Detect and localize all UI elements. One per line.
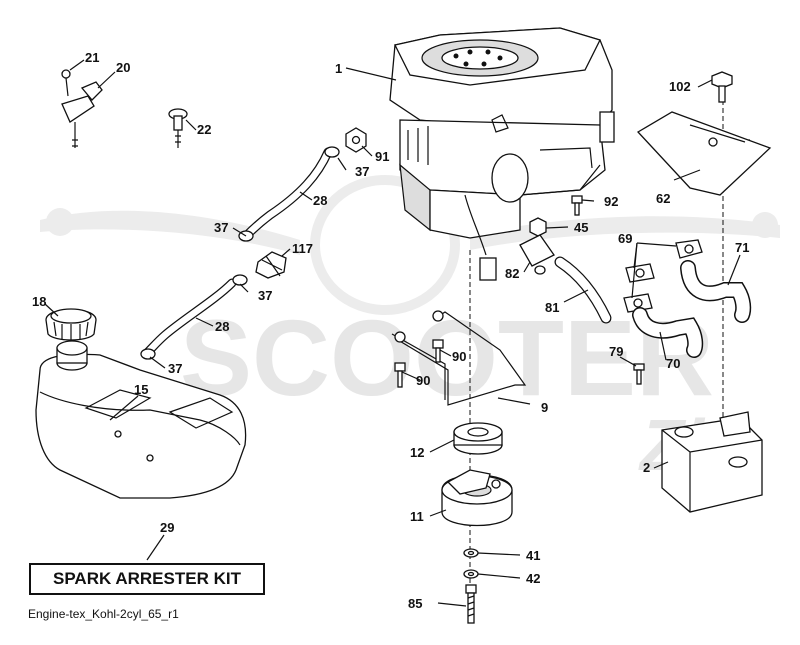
- push-pin: [168, 108, 188, 148]
- part-label-11: 11: [410, 509, 424, 524]
- clamp: [140, 348, 156, 360]
- spark-arrester-kit-box: SPARK ARRESTER KIT: [29, 563, 265, 595]
- bracket-bolt: [394, 362, 406, 388]
- part-label-90-lower: 90: [416, 373, 430, 388]
- pulley: [453, 422, 503, 455]
- throttle-bracket: [61, 69, 103, 148]
- exhaust-pipe-right: [680, 260, 752, 323]
- part-label-37-a: 37: [214, 220, 228, 235]
- part-label-45: 45: [574, 220, 588, 235]
- pto-bracket: [391, 310, 527, 406]
- fuel-cap: [45, 308, 97, 341]
- breather-hose: [554, 256, 612, 324]
- watermark-brand: SCOOTER: [180, 297, 714, 418]
- part-label-37-b: 37: [258, 288, 272, 303]
- part-label-41: 41: [526, 548, 540, 563]
- part-label-29: 29: [160, 520, 174, 535]
- part-label-28-upper: 28: [313, 193, 327, 208]
- fuel-line-upper: [241, 147, 333, 241]
- clamp: [324, 146, 340, 158]
- part-label-79: 79: [609, 344, 623, 359]
- part-label-62: 62: [656, 191, 670, 206]
- nut: [529, 217, 547, 237]
- bolt: [571, 195, 583, 216]
- fuel-filter: [255, 251, 287, 279]
- muffler-screw: [633, 363, 645, 385]
- part-label-81: 81: [545, 300, 559, 315]
- clutch-bolt: [465, 584, 477, 624]
- part-label-18: 18: [32, 294, 46, 309]
- part-label-90-upper: 90: [452, 349, 466, 364]
- diagram-reference-code: Engine-tex_Kohl-2cyl_65_r1: [28, 607, 179, 621]
- part-label-117: 117: [292, 241, 313, 256]
- part-label-37-d: 37: [355, 164, 369, 179]
- part-label-20: 20: [116, 60, 130, 75]
- part-label-70: 70: [666, 356, 680, 371]
- part-label-15: 15: [134, 382, 148, 397]
- fuel-tank: [35, 340, 247, 499]
- part-label-42: 42: [526, 571, 540, 586]
- engine: [389, 27, 615, 281]
- part-label-37-c: 37: [168, 361, 182, 376]
- exhaust-gasket: [625, 263, 655, 283]
- part-label-69: 69: [618, 231, 632, 246]
- part-label-21: 21: [85, 50, 99, 65]
- part-label-22: 22: [197, 122, 211, 137]
- part-label-91: 91: [375, 149, 389, 164]
- exhaust-pipe-left: [632, 307, 704, 358]
- part-label-92: 92: [604, 194, 618, 209]
- part-label-85: 85: [408, 596, 422, 611]
- part-label-2: 2: [643, 460, 650, 475]
- clamp: [232, 274, 248, 286]
- lock-washer: [463, 569, 479, 579]
- bracket-bolt: [432, 339, 444, 363]
- exhaust-gasket: [623, 293, 653, 313]
- electric-clutch: [441, 469, 513, 527]
- shield-bolt: [711, 71, 733, 103]
- part-label-9: 9: [541, 400, 548, 415]
- muffler: [661, 411, 763, 513]
- heat-shield: [636, 111, 772, 196]
- part-label-1: 1: [335, 61, 342, 76]
- part-label-82: 82: [505, 266, 519, 281]
- fuel-line-lower: [141, 278, 237, 359]
- part-label-28-lower: 28: [215, 319, 229, 334]
- part-label-102: 102: [669, 79, 691, 94]
- part-label-12: 12: [410, 445, 424, 460]
- part-label-71: 71: [735, 240, 749, 255]
- exhaust-gasket: [675, 239, 703, 259]
- leader-lines: [44, 59, 741, 607]
- hose-fitting: [519, 234, 555, 275]
- part-labels: 1 2 9 11 12 15 18 20 21 22 28 28 29 37 3…: [32, 50, 749, 611]
- washer: [463, 548, 479, 558]
- nut: [345, 127, 367, 153]
